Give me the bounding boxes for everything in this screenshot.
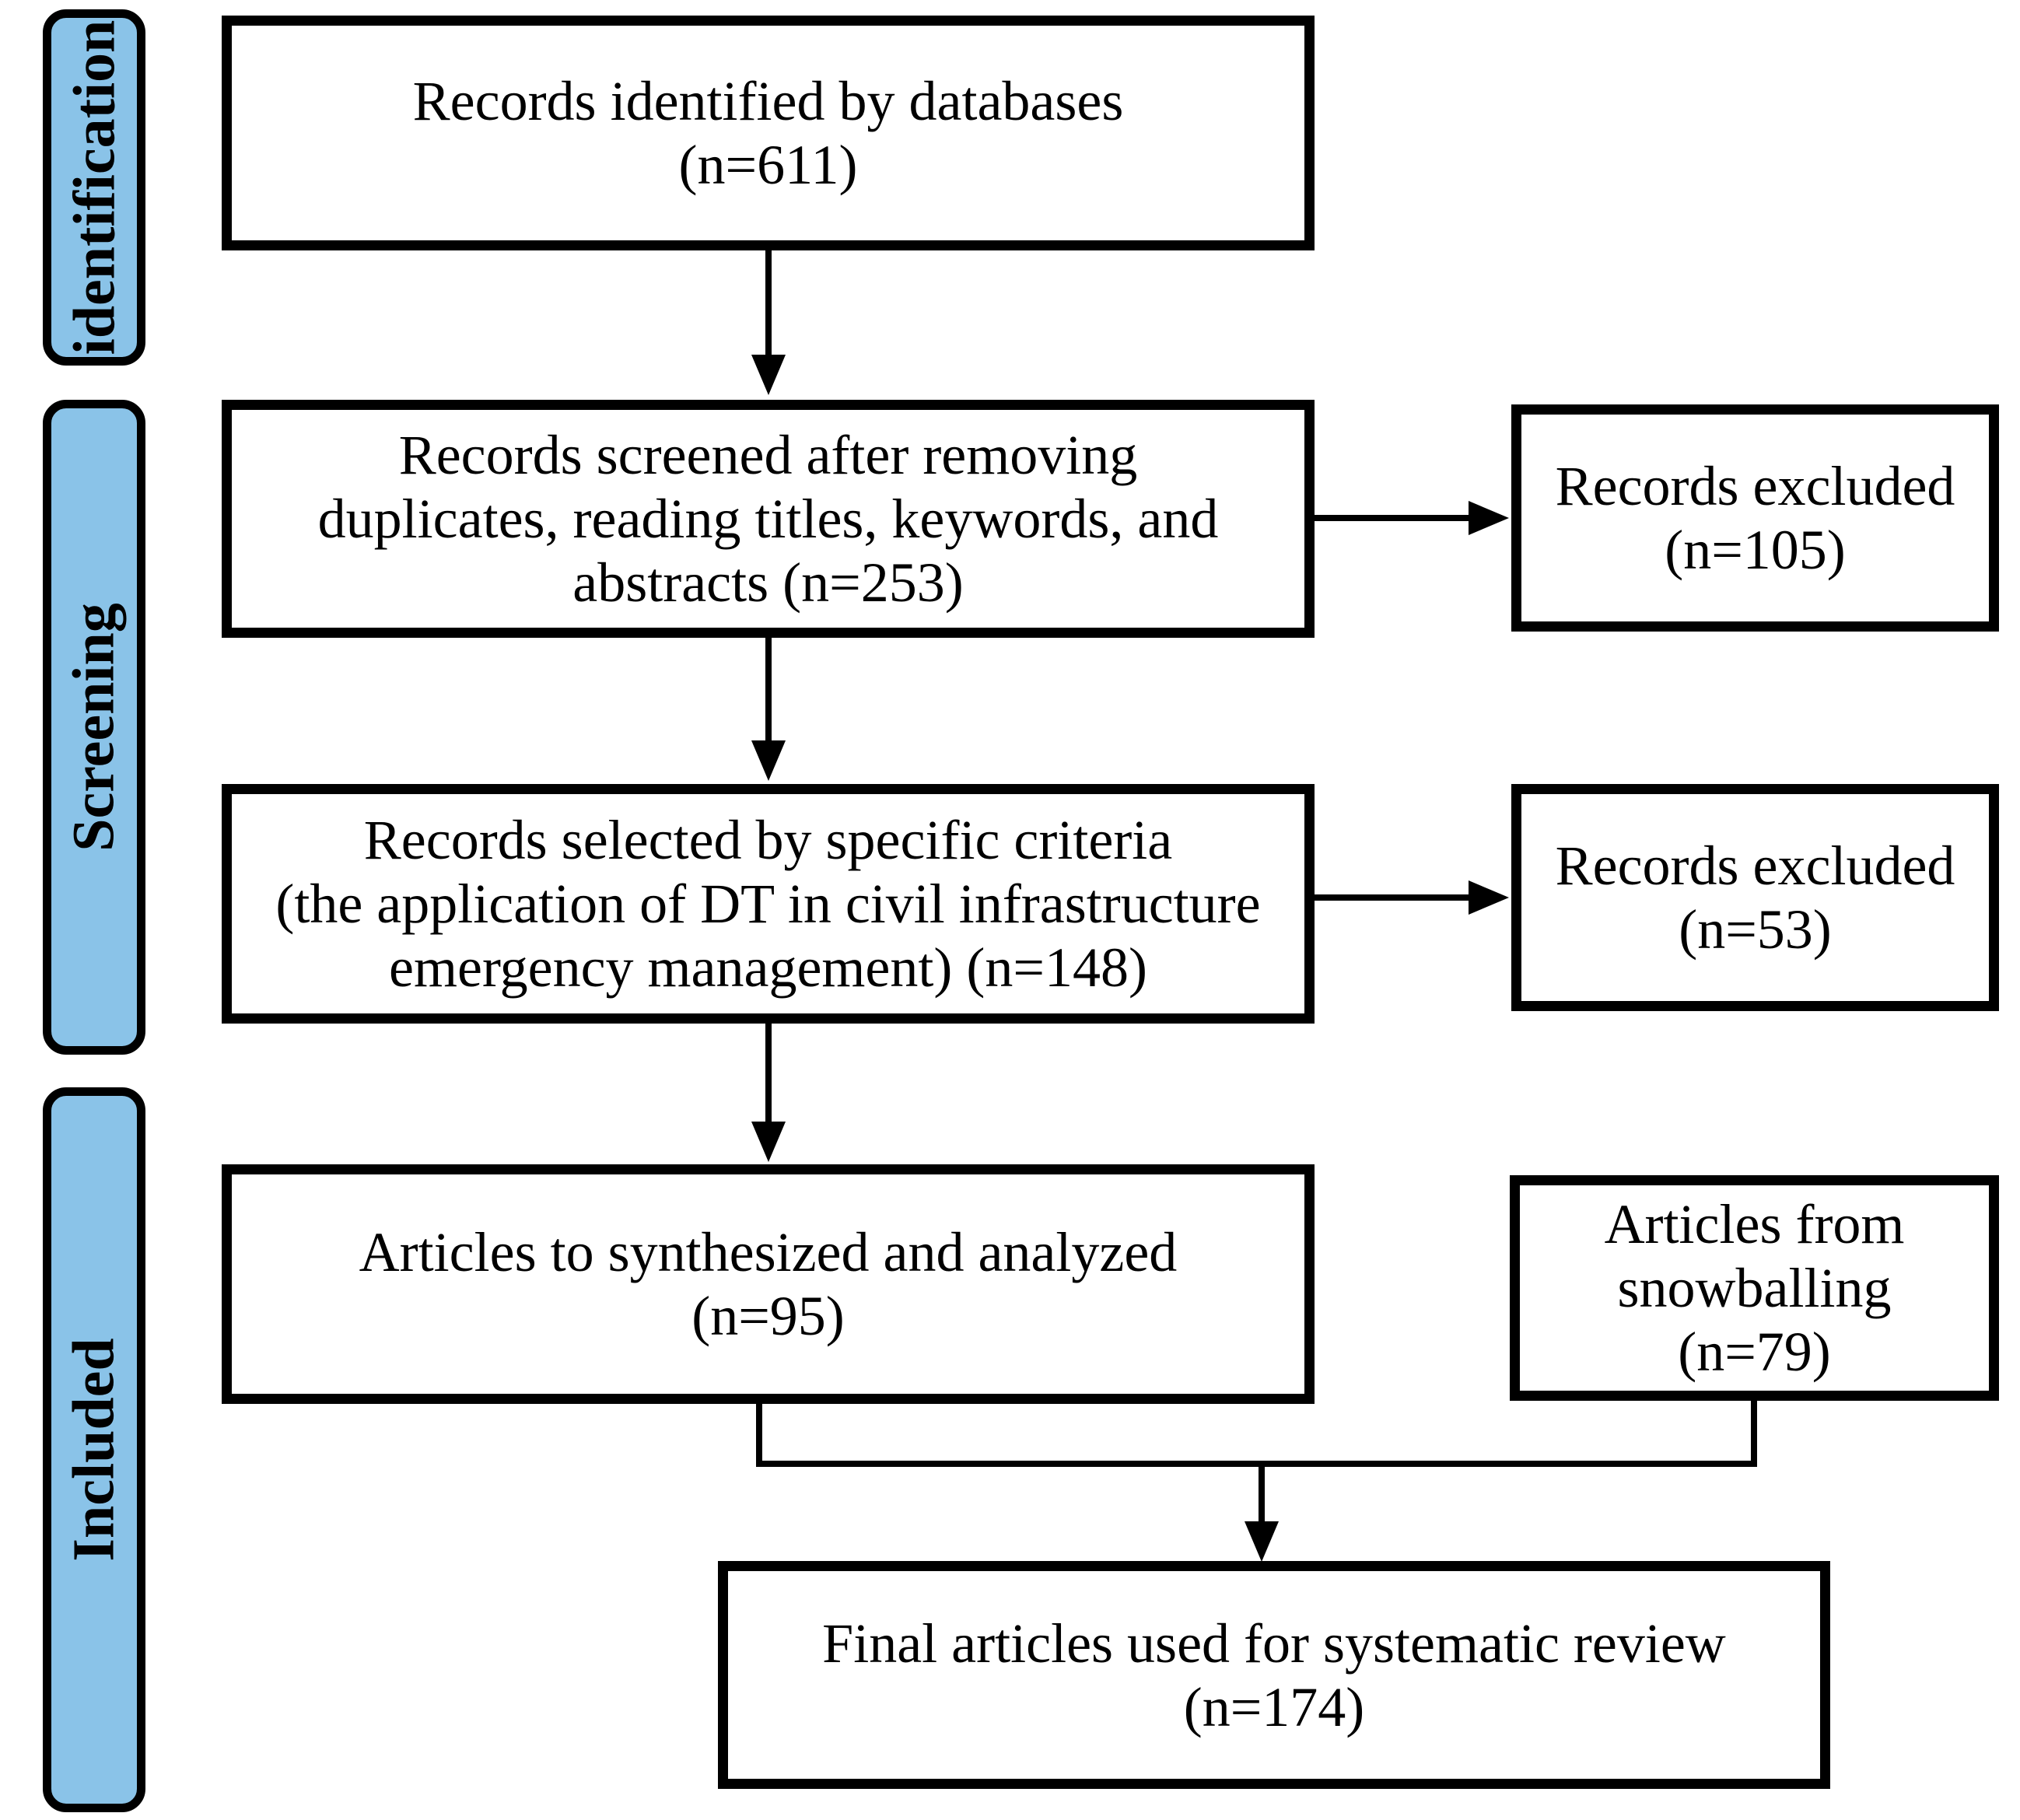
box-line: (n=105) xyxy=(1665,519,1846,581)
records-selected-box: Records selected by specific criteria (t… xyxy=(222,784,1315,1024)
box-line: Records excluded xyxy=(1555,455,1955,517)
records-excluded-screening-box: Records excluded (n=105) xyxy=(1511,404,1999,632)
box-line: (n=79) xyxy=(1678,1321,1831,1383)
arrow-selected-to-synthesized-line xyxy=(765,1024,772,1123)
stage-screening-label: Screening xyxy=(61,603,128,852)
box-line: (n=53) xyxy=(1679,898,1832,961)
articles-snowballing-box: Articles from snowballing (n=79) xyxy=(1510,1175,1999,1401)
merge-connector-horizontal-line xyxy=(756,1461,1757,1467)
box-line: (n=611) xyxy=(678,134,858,196)
box-line: Records excluded xyxy=(1555,835,1955,897)
arrow-right-icon xyxy=(1469,880,1509,915)
stage-included: Included xyxy=(43,1087,145,1812)
merge-connector-right-line xyxy=(1751,1401,1757,1467)
box-line: Records selected by specific criteria xyxy=(363,809,1173,871)
box-line: (the application of DT in civil infrastr… xyxy=(275,873,1261,935)
final-articles-box: Final articles used for systematic revie… xyxy=(718,1561,1830,1789)
box-line: snowballing xyxy=(1617,1257,1892,1319)
box-line: Articles from xyxy=(1604,1193,1905,1255)
box-line: emergency management) (n=148) xyxy=(389,936,1147,999)
arrow-right-icon xyxy=(1469,501,1509,535)
arrow-down-icon xyxy=(751,740,786,781)
arrow-down-icon xyxy=(1245,1521,1279,1562)
box-line: Records screened after removing xyxy=(398,424,1138,486)
box-line: duplicates, reading titles, keywords, an… xyxy=(317,488,1219,550)
box-line: (n=174) xyxy=(1183,1675,1365,1738)
arrow-identified-to-screened-line xyxy=(765,250,772,356)
box-line: Articles to synthesized and analyzed xyxy=(359,1221,1178,1283)
records-screened-box: Records screened after removing duplicat… xyxy=(222,400,1315,638)
arrow-screened-to-excluded-line xyxy=(1315,515,1470,521)
box-line: abstracts (n=253) xyxy=(572,551,964,614)
arrow-down-icon xyxy=(751,1122,786,1162)
stage-screening: Screening xyxy=(43,400,145,1055)
box-line: (n=95) xyxy=(691,1285,845,1347)
articles-synthesized-box: Articles to synthesized and analyzed (n=… xyxy=(222,1164,1315,1404)
records-identified-box: Records identified by databases (n=611) xyxy=(222,16,1315,250)
merge-connector-left-line xyxy=(756,1404,762,1467)
records-excluded-criteria-box: Records excluded (n=53) xyxy=(1511,784,1999,1011)
stage-included-label: Included xyxy=(61,1338,128,1562)
arrow-screened-to-selected-line xyxy=(765,638,772,742)
box-line: Records identified by databases xyxy=(412,70,1124,132)
stage-identification-label: identification xyxy=(61,19,127,355)
box-line: Final articles used for systematic revie… xyxy=(822,1612,1726,1675)
arrow-down-icon xyxy=(751,355,786,395)
arrow-selected-to-excluded-line xyxy=(1315,894,1470,901)
arrow-merge-to-final-line xyxy=(1259,1467,1265,1523)
stage-identification: identification xyxy=(43,9,145,366)
